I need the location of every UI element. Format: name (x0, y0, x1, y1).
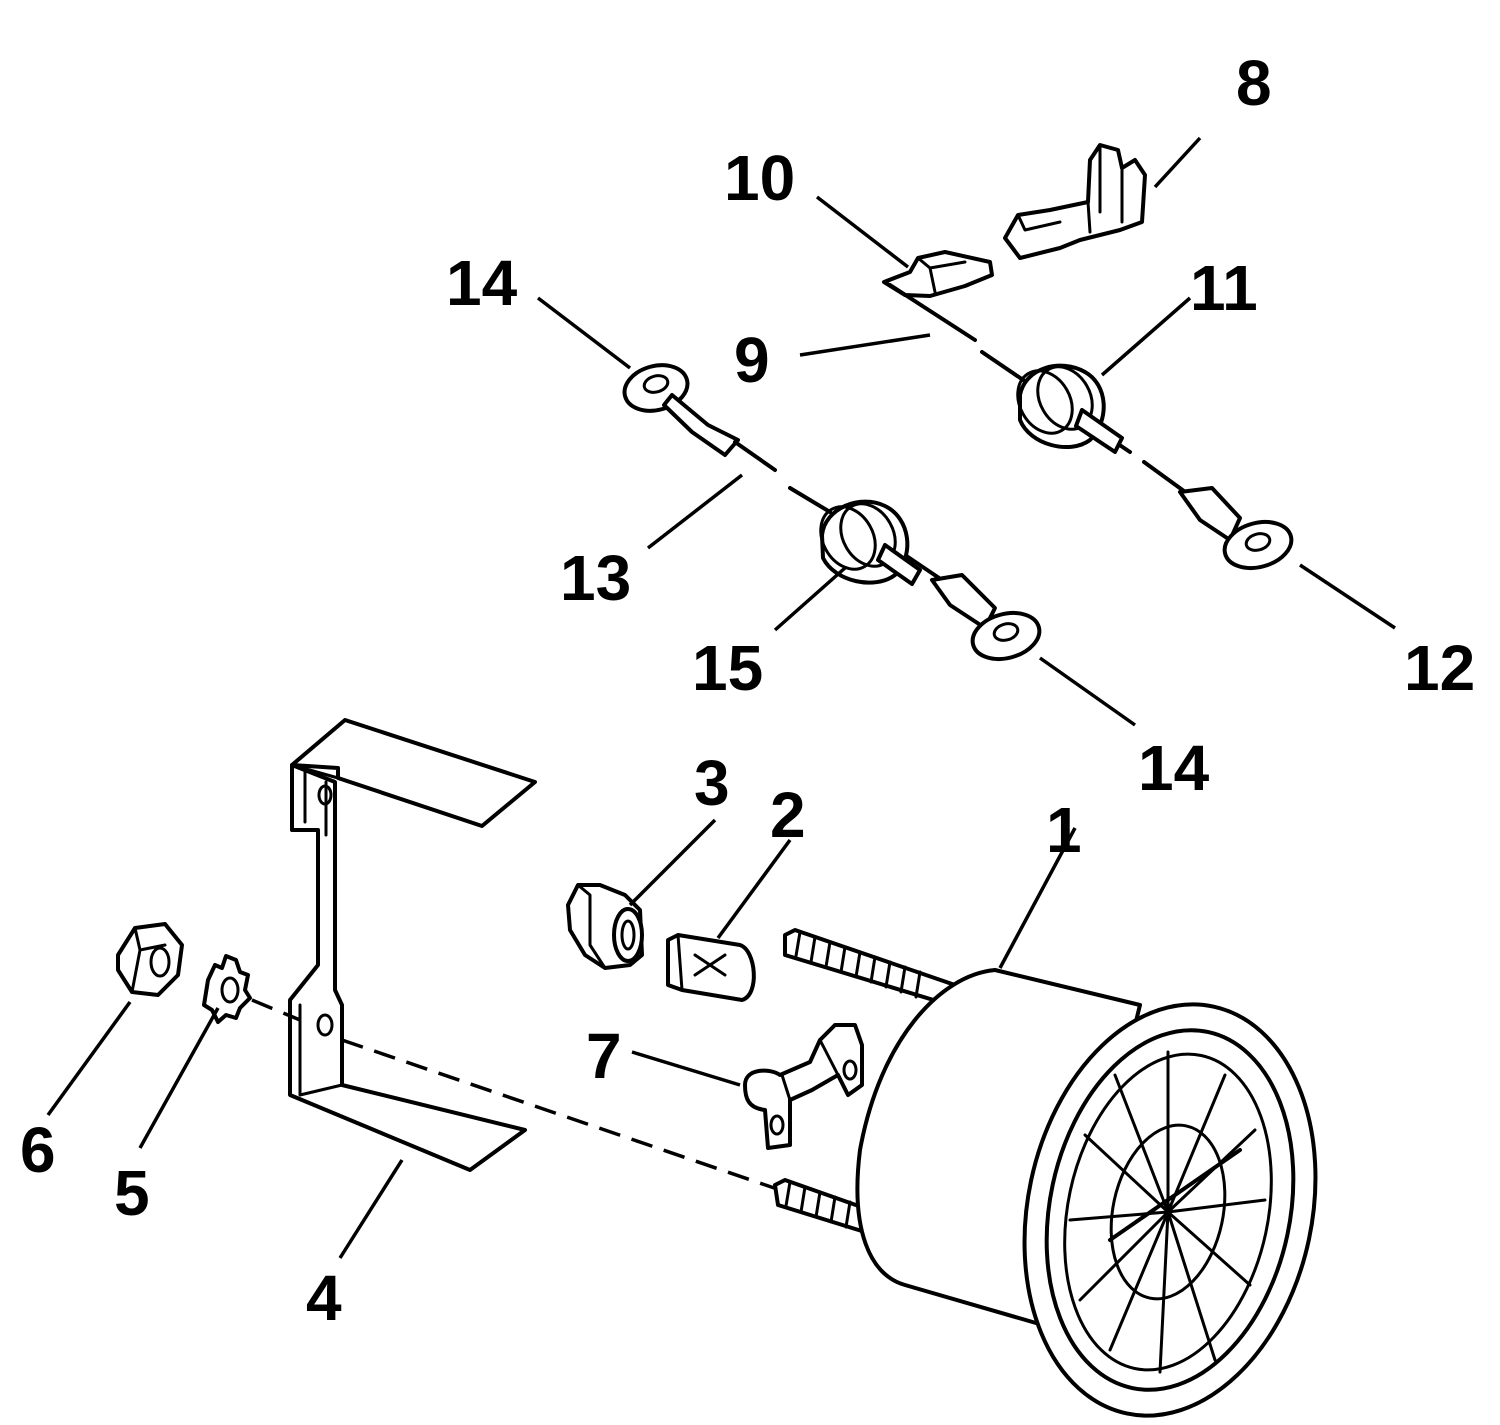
callout-3: 3 (694, 747, 730, 819)
callout-15: 15 (692, 632, 763, 704)
retaining-clamp-7 (743, 1023, 864, 1150)
ring-terminal-12 (1178, 486, 1294, 571)
callout-11: 11 (1190, 252, 1258, 324)
callout-14-upper: 14 (446, 247, 518, 319)
callout-7: 7 (586, 1020, 622, 1092)
callout-13: 13 (560, 542, 631, 614)
callout-10: 10 (724, 142, 795, 214)
terminal-connector-10 (882, 250, 994, 298)
callout-4: 4 (306, 1262, 342, 1334)
callout-12: 12 (1404, 632, 1475, 704)
callout-9: 9 (734, 324, 770, 396)
star-washer-5 (202, 954, 252, 1024)
ring-terminal-14-upper (622, 363, 740, 457)
gauge-assembly-1 (773, 928, 1318, 1418)
callout-8: 8 (1236, 47, 1272, 119)
grommet-15 (819, 499, 947, 586)
lamp-socket-3 (566, 883, 644, 970)
leader-lines (46, 136, 1396, 1259)
grommet-11 (1016, 363, 1212, 512)
terminal-clip-8 (1003, 143, 1147, 260)
wire-13 (733, 440, 832, 514)
callout-14-lower: 14 (1138, 732, 1210, 804)
wire-9 (888, 283, 1034, 388)
callout-2: 2 (770, 779, 806, 851)
callout-5: 5 (114, 1157, 150, 1229)
hex-nut-6 (116, 922, 184, 997)
callout-6: 6 (20, 1114, 56, 1186)
callout-1: 1 (1046, 794, 1082, 866)
ring-terminal-14-lower (930, 573, 1042, 662)
mounting-bracket-4 (288, 718, 537, 1172)
wedge-bulb-2 (666, 933, 756, 1002)
assembly-center-line (251, 998, 301, 1022)
